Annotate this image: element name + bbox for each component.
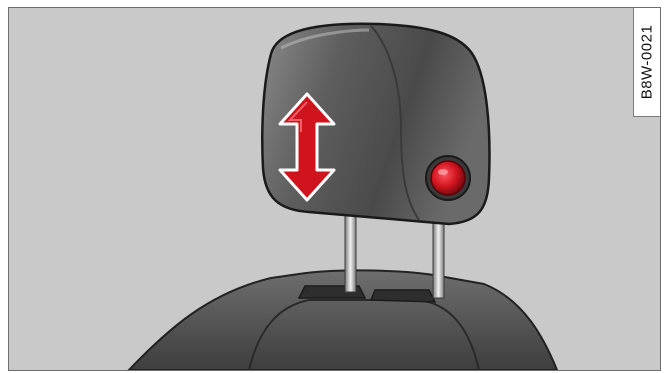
figure-code-label: B8W-0021 bbox=[633, 8, 660, 117]
figure-code-text: B8W-0021 bbox=[639, 25, 656, 100]
release-button-icon bbox=[426, 156, 470, 200]
headrest-illustration bbox=[9, 8, 660, 370]
right-post bbox=[433, 216, 444, 298]
left-post bbox=[345, 204, 356, 292]
seat-back bbox=[129, 270, 557, 370]
illustration-frame: B8W-0021 bbox=[8, 7, 661, 371]
